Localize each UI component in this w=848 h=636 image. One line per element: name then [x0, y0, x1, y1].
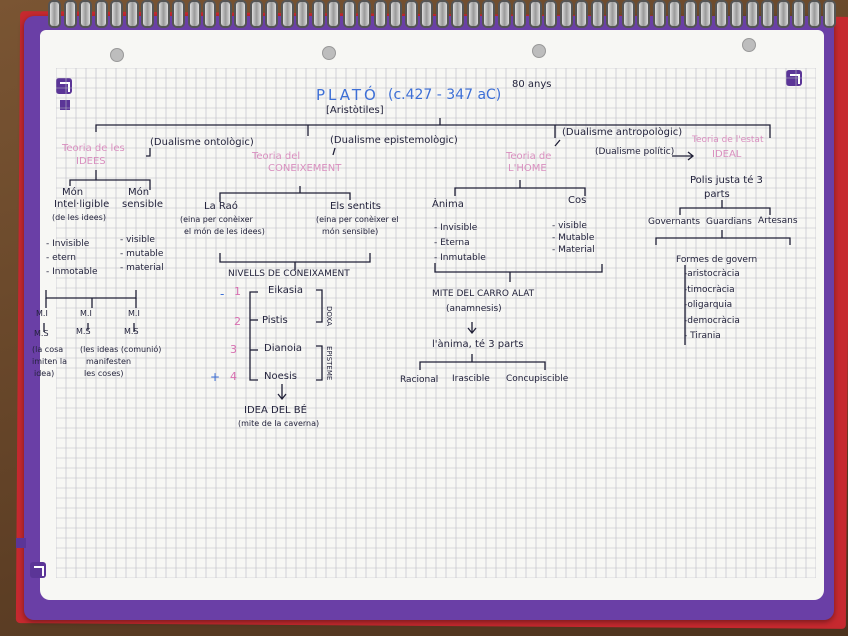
level-name: Pistis — [262, 316, 288, 326]
anamnesis: (anamnesis) — [446, 305, 502, 314]
intel-prop: - Inmotable — [46, 268, 98, 277]
mon-sens-2: sensible — [122, 200, 163, 210]
anima: Ànima — [432, 200, 464, 210]
branch-antropologic: (Dualisme antropològic) — [562, 128, 682, 138]
polis-class: Artesans — [758, 217, 798, 226]
anima-prop: - Invisible — [434, 224, 477, 233]
ideas-title-2: IDEES — [76, 157, 106, 167]
mi-label: M.I — [80, 310, 92, 318]
sens-prop: - mutable — [120, 250, 163, 259]
level-number: 2 — [234, 316, 241, 327]
level-number: 1 — [234, 286, 241, 297]
estat-title: Teoria de l'estat — [692, 136, 763, 145]
mon-intel-3: (de les idees) — [52, 214, 106, 222]
level-name: Noesis — [264, 372, 297, 382]
branch-politic: (Dualisme polític) — [595, 148, 674, 157]
home-title: Teoria de — [506, 152, 551, 162]
ms-label: M.S — [76, 328, 91, 336]
soul-part: Irascible — [452, 375, 490, 384]
coneixement-title: Teoria del — [252, 152, 300, 162]
cos-prop: - Mutable — [552, 234, 594, 243]
mi-label: M.I — [36, 310, 48, 318]
polis: Polis justa té 3 — [690, 176, 763, 186]
level-name: Eikasia — [268, 286, 303, 296]
nivells-heading: NIVELLS DE CONEIXAMENT — [228, 270, 350, 279]
ms-label: M.S — [124, 328, 139, 336]
polis-class: Guardians — [706, 218, 752, 227]
idea-del-be: IDEA DEL BÉ — [244, 406, 307, 416]
ms-label: M.S — [34, 330, 49, 338]
ideas-note: (la cosa — [32, 346, 63, 354]
title-teacher: [Aristòtiles] — [326, 106, 384, 116]
mon-sens-1: Món — [128, 188, 149, 198]
mi-label: M.I — [128, 310, 140, 318]
branch-epistemologic: (Dualisme epistemològic) — [330, 136, 458, 146]
govern-form: -oligarquia — [684, 301, 732, 310]
soul-part: Concupiscible — [506, 375, 568, 384]
formes-govern: Formes de govern — [676, 256, 757, 265]
polis-2: parts — [704, 190, 730, 200]
episteme-label: EPISTEME — [325, 346, 332, 380]
rao-desc: el món de les idees) — [184, 228, 265, 236]
doxa-label: DOXA — [325, 306, 332, 326]
govern-form: -aristocràcia — [684, 270, 740, 279]
intel-prop: - Invisible — [46, 240, 89, 249]
sens-prop: - material — [120, 264, 164, 273]
intel-prop: - etern — [46, 254, 76, 263]
anima-parts: l'ànima, té 3 parts — [432, 340, 524, 350]
anima-prop: - Inmutable — [434, 254, 486, 263]
title-plato: PLATÓ — [316, 88, 379, 103]
home-title-2: L'HOME — [508, 164, 547, 174]
soul-part: Racional — [400, 376, 438, 385]
cos-prop: - visible — [552, 222, 587, 231]
level-name: Dianoia — [264, 344, 302, 354]
govern-form: -democràcia — [684, 317, 740, 326]
estat-title-2: IDEAL — [712, 150, 741, 160]
level-sign-minus: - — [220, 288, 224, 300]
cos-prop: - Material — [552, 246, 595, 255]
ideas-title: Teoria de les — [62, 144, 125, 154]
mite-caverna: (mite de la caverna) — [238, 420, 319, 428]
ideas-note: idea) — [34, 370, 54, 378]
coneixement-title-2: CONEIXEMENT — [268, 164, 341, 174]
sens-prop: - visible — [120, 236, 155, 245]
branch-ontologic: (Dualisme ontològic) — [150, 138, 254, 148]
title-age: 80 anys — [512, 80, 552, 90]
title-dates: (c.427 - 347 aC) — [388, 88, 501, 102]
ideas-note: imiten la — [32, 358, 67, 366]
govern-form: - Tirania — [684, 332, 721, 341]
sentits-desc: (eina per conèixer el — [316, 216, 399, 224]
rao-desc: (eina per conèixer — [180, 216, 253, 224]
govern-form: -timocràcia — [684, 286, 735, 295]
ideas-note: manifesten — [86, 358, 131, 366]
anima-prop: - Eterna — [434, 239, 470, 248]
rao: La Raó — [204, 202, 238, 212]
mon-intel-1: Món — [62, 188, 83, 198]
polis-class: Governants — [648, 218, 700, 227]
level-number: 4 — [230, 371, 237, 382]
ideas-note: (les ideas (comunió) — [80, 346, 161, 354]
mon-intel-2: Intel·ligible — [54, 200, 109, 210]
cos: Cos — [568, 196, 586, 206]
sentits-desc: món sensible) — [322, 228, 378, 236]
ideas-note: les coses) — [84, 370, 124, 378]
sentits: Els sentits — [330, 202, 381, 212]
level-sign-plus: + — [210, 371, 220, 383]
mite-carro: MITE DEL CARRO ALAT — [432, 290, 534, 299]
level-number: 3 — [230, 344, 237, 355]
